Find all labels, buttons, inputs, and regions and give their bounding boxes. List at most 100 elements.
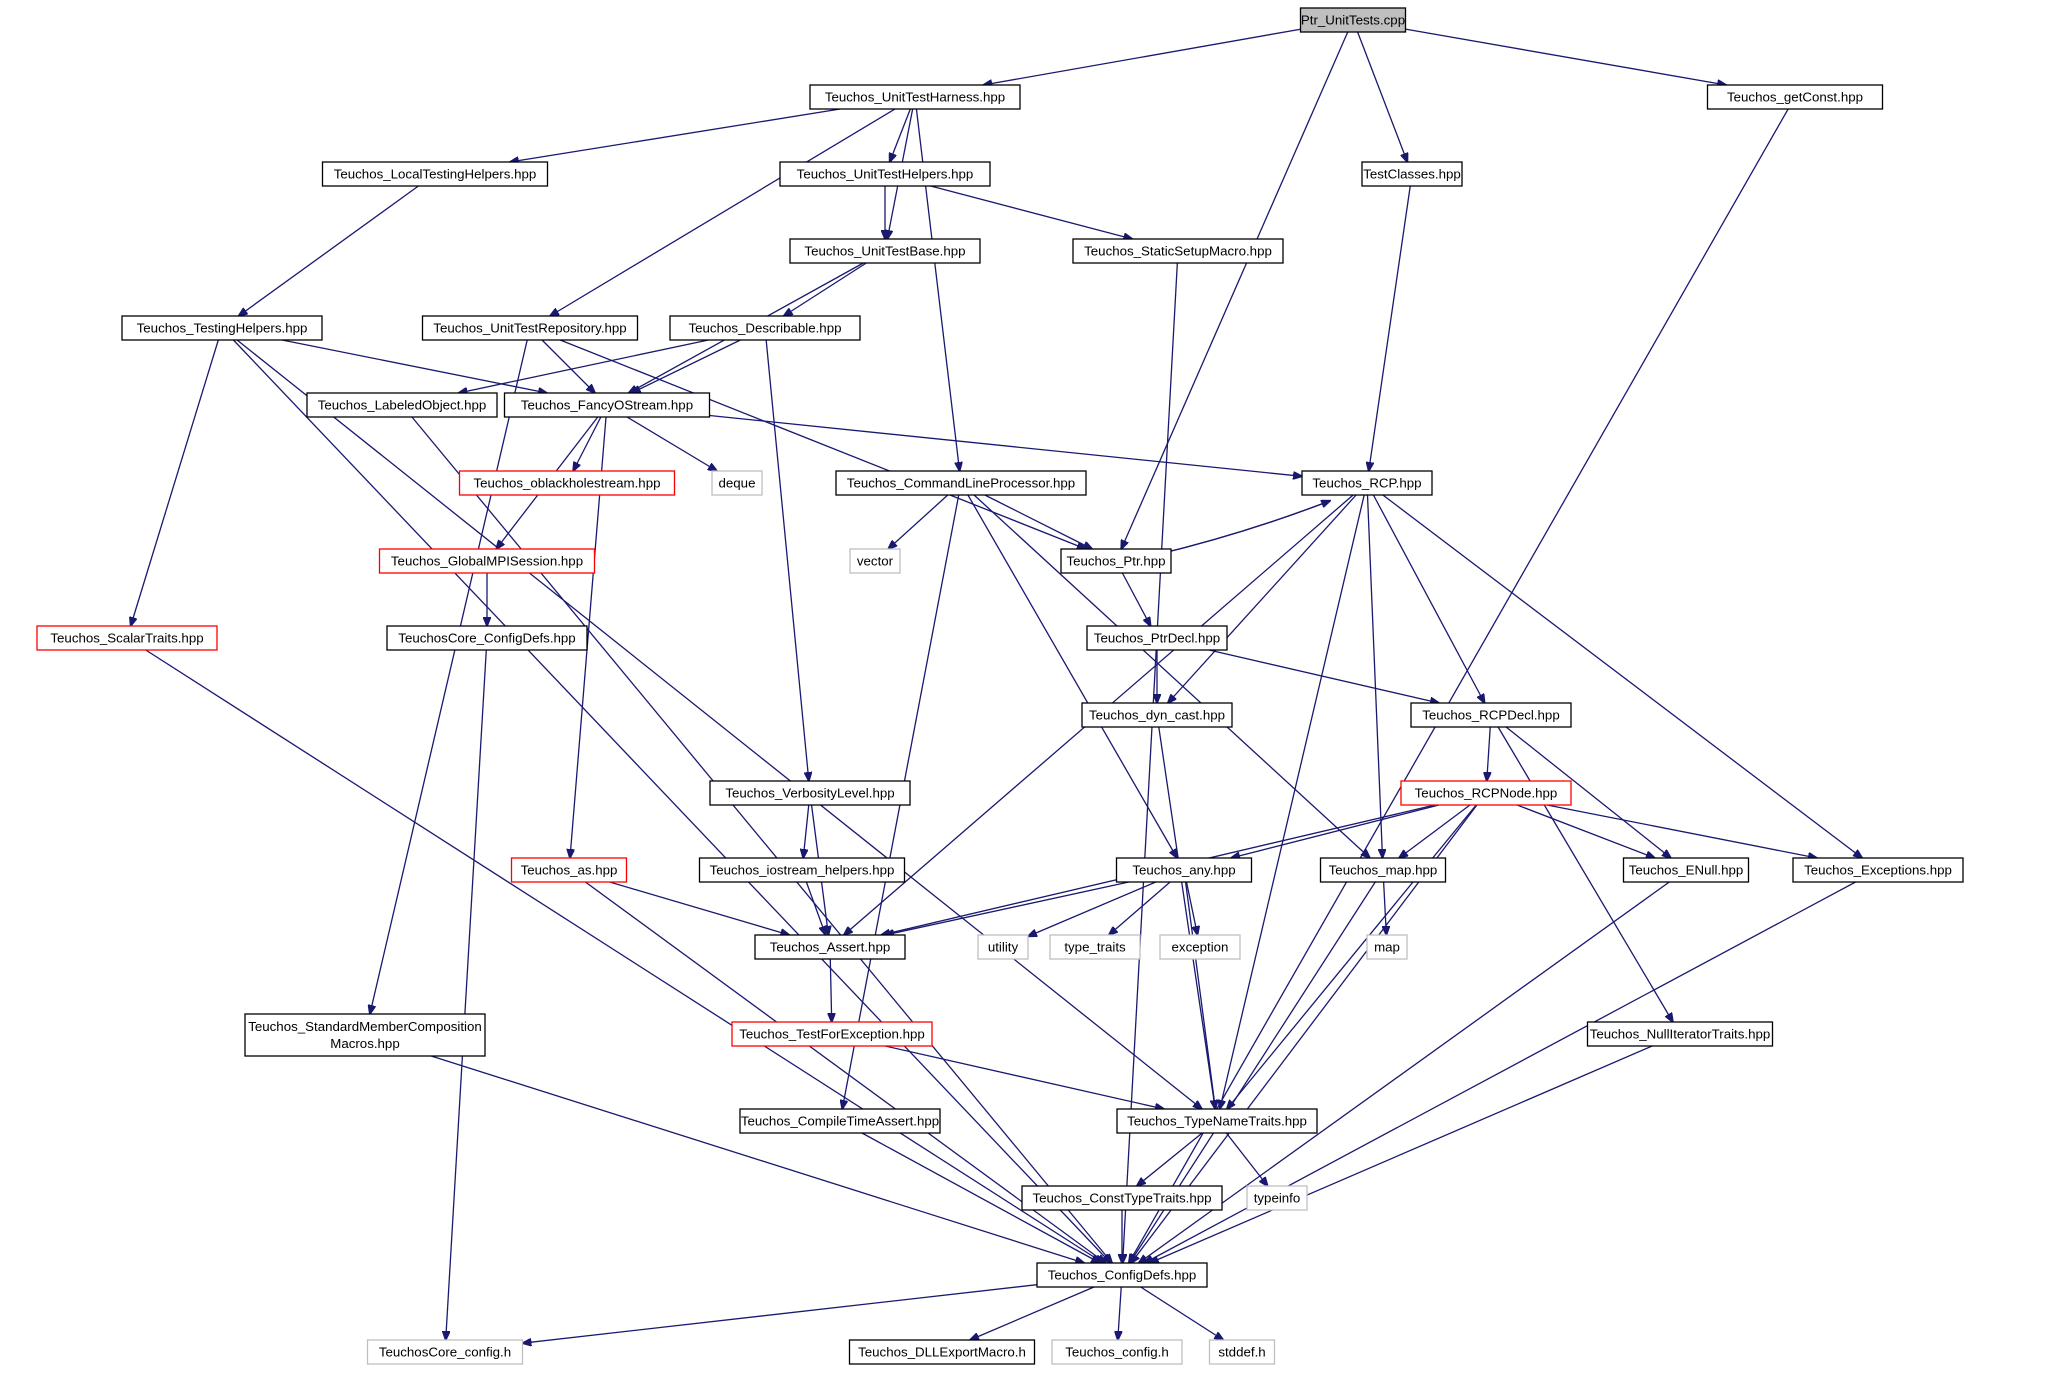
node-assert[interactable]: Teuchos_Assert.hpp xyxy=(754,934,906,960)
node-any[interactable]: Teuchos_any.hpp xyxy=(1115,857,1253,883)
node-box xyxy=(977,934,1029,960)
node-stddef[interactable]: stddef.h xyxy=(1208,1339,1276,1365)
node-vector[interactable]: vector xyxy=(849,548,901,574)
edge-testinghelpers-to-configdefs xyxy=(232,339,1110,1263)
edge-map_h-to-map_std xyxy=(1384,881,1387,935)
node-exception[interactable]: exception xyxy=(1159,934,1241,960)
node-iostreamhelpers[interactable]: Teuchos_iostream_helpers.hpp xyxy=(698,857,906,883)
node-testclasses[interactable]: TestClasses.hpp xyxy=(1361,161,1463,187)
node-unittestharness[interactable]: Teuchos_UnitTestHarness.hpp xyxy=(809,84,1021,110)
node-configdefs[interactable]: Teuchos_ConfigDefs.hpp xyxy=(1036,1262,1208,1288)
node-unittestrepo[interactable]: Teuchos_UnitTestRepository.hpp xyxy=(421,315,639,341)
edge-rcpnode-to-any xyxy=(1231,804,1440,858)
node-coreconfigdefs[interactable]: TeuchosCore_ConfigDefs.hpp xyxy=(386,625,588,651)
edge-unittestrepo-to-stdmember xyxy=(370,339,528,1014)
node-getconst[interactable]: Teuchos_getConst.hpp xyxy=(1706,84,1884,110)
node-label: Teuchos_UnitTestHelpers.hpp xyxy=(797,167,974,182)
node-box xyxy=(711,470,763,496)
edge-dyncast-to-typename xyxy=(1158,726,1215,1109)
node-unittestbase[interactable]: Teuchos_UnitTestBase.hpp xyxy=(789,238,981,264)
node-nulliter[interactable]: Teuchos_NullIteratorTraits.hpp xyxy=(1586,1021,1774,1047)
node-typetraits[interactable]: type_traits xyxy=(1049,934,1141,960)
node-ptr[interactable]: Teuchos_Ptr.hpp xyxy=(1060,548,1172,574)
node-localtesting[interactable]: Teuchos_LocalTestingHelpers.hpp xyxy=(321,161,549,187)
node-scalartraits[interactable]: Teuchos_ScalarTraits.hpp xyxy=(36,625,218,651)
node-box xyxy=(754,934,906,960)
node-testforexc[interactable]: Teuchos_TestForException.hpp xyxy=(731,1021,933,1047)
node-box xyxy=(378,548,596,574)
node-coreconfig_h[interactable]: TeuchosCore_config.h xyxy=(366,1339,524,1365)
edge-unittestharness-to-unittestrepo xyxy=(550,108,896,316)
node-map_std[interactable]: map xyxy=(1366,934,1408,960)
node-globalmpi[interactable]: Teuchos_GlobalMPISession.hpp xyxy=(378,548,596,574)
node-map_h[interactable]: Teuchos_map.hpp xyxy=(1319,857,1447,883)
node-stdmember[interactable]: Teuchos_StandardMemberCompositionMacros.… xyxy=(244,1013,486,1057)
node-label: Teuchos_RCPNode.hpp xyxy=(1415,786,1558,801)
edge-rcp-to-dyncast xyxy=(1168,494,1357,703)
node-ptrdecl[interactable]: Teuchos_PtrDecl.hpp xyxy=(1086,625,1228,651)
node-rcp[interactable]: Teuchos_RCP.hpp xyxy=(1301,470,1433,496)
node-describable[interactable]: Teuchos_Describable.hpp xyxy=(669,315,861,341)
edge-rcpdecl-to-enull xyxy=(1505,726,1671,858)
node-enull[interactable]: Teuchos_ENull.hpp xyxy=(1622,857,1750,883)
node-testinghelpers[interactable]: Teuchos_TestingHelpers.hpp xyxy=(121,315,323,341)
node-typeinfo[interactable]: typeinfo xyxy=(1246,1185,1308,1211)
node-deque[interactable]: deque xyxy=(711,470,763,496)
node-rcpdecl[interactable]: Teuchos_RCPDecl.hpp xyxy=(1410,702,1572,728)
node-config_h[interactable]: Teuchos_config.h xyxy=(1051,1339,1183,1365)
edge-any-to-exception xyxy=(1185,881,1197,935)
node-labeledobject[interactable]: Teuchos_LabeledObject.hpp xyxy=(306,392,498,418)
node-label: Teuchos_LabeledObject.hpp xyxy=(318,398,487,413)
edge-unittestrepo-to-fancyostream xyxy=(541,339,595,393)
node-consttype[interactable]: Teuchos_ConstTypeTraits.hpp xyxy=(1021,1185,1223,1211)
node-box xyxy=(1060,548,1172,574)
edge-cmdline-to-vector xyxy=(888,494,949,549)
node-compiletime[interactable]: Teuchos_CompileTimeAssert.hpp xyxy=(739,1108,941,1134)
node-rcpnode[interactable]: Teuchos_RCPNode.hpp xyxy=(1400,780,1572,806)
node-typename[interactable]: Teuchos_TypeNameTraits.hpp xyxy=(1116,1108,1318,1134)
node-unittesthelpers[interactable]: Teuchos_UnitTestHelpers.hpp xyxy=(779,161,991,187)
edge-unittestharness-to-localtesting xyxy=(510,108,841,162)
edge-cmdline-to-map_h xyxy=(973,494,1370,858)
node-label: TestClasses.hpp xyxy=(1363,167,1461,182)
node-box xyxy=(1116,1108,1318,1134)
node-fancyostream[interactable]: Teuchos_FancyOStream.hpp xyxy=(503,392,711,418)
node-oblackhole[interactable]: Teuchos_oblackholestream.hpp xyxy=(458,470,676,496)
node-box xyxy=(789,238,981,264)
edge-describable-to-verbosity xyxy=(765,339,809,781)
edge-rcp-to-map_h xyxy=(1366,494,1382,858)
nodes-layer: Ptr_UnitTests.cppTeuchos_UnitTestHarness… xyxy=(36,7,1964,1365)
node-label: utility xyxy=(988,940,1019,955)
node-ptr_unit[interactable]: Ptr_UnitTests.cpp xyxy=(1299,7,1407,33)
node-verbosity[interactable]: Teuchos_VerbosityLevel.hpp xyxy=(709,780,911,806)
node-box xyxy=(1622,857,1750,883)
node-utility[interactable]: utility xyxy=(977,934,1029,960)
node-label: deque xyxy=(719,476,756,491)
node-label: Teuchos_config.h xyxy=(1065,1345,1169,1360)
edge-rcpnode-to-enull xyxy=(1516,804,1655,858)
node-staticsetup[interactable]: Teuchos_StaticSetupMacro.hpp xyxy=(1072,238,1284,264)
edge-ptr_unit-to-getconst xyxy=(1405,28,1727,85)
edge-ptr-to-rcp xyxy=(1156,501,1330,556)
node-box xyxy=(1208,1339,1276,1365)
node-label: Teuchos_iostream_helpers.hpp xyxy=(710,863,895,878)
edge-unittesthelpers-to-staticsetup xyxy=(930,185,1133,239)
node-cmdline[interactable]: Teuchos_CommandLineProcessor.hpp xyxy=(835,470,1087,496)
node-box xyxy=(739,1108,941,1134)
node-box xyxy=(849,548,901,574)
node-exceptions[interactable]: Teuchos_Exceptions.hpp xyxy=(1792,857,1964,883)
node-dyncast[interactable]: Teuchos_dyn_cast.hpp xyxy=(1081,702,1233,728)
edge-any-to-typename xyxy=(1184,881,1216,1109)
node-box xyxy=(1410,702,1572,728)
node-as[interactable]: Teuchos_as.hpp xyxy=(510,857,628,883)
node-box xyxy=(1159,934,1241,960)
edge-fancyostream-to-oblackhole xyxy=(573,416,602,471)
node-box xyxy=(1792,857,1964,883)
edge-unittestbase-to-describable xyxy=(784,262,867,316)
node-label: Teuchos_Exceptions.hpp xyxy=(1804,863,1952,878)
edge-any-to-assert xyxy=(885,881,1129,935)
node-label: Teuchos_CommandLineProcessor.hpp xyxy=(847,476,1075,491)
node-dllexport[interactable]: Teuchos_DLLExportMacro.h xyxy=(848,1339,1036,1365)
node-label: Teuchos_ENull.hpp xyxy=(1629,863,1744,878)
node-label: Teuchos_getConst.hpp xyxy=(1727,90,1863,105)
